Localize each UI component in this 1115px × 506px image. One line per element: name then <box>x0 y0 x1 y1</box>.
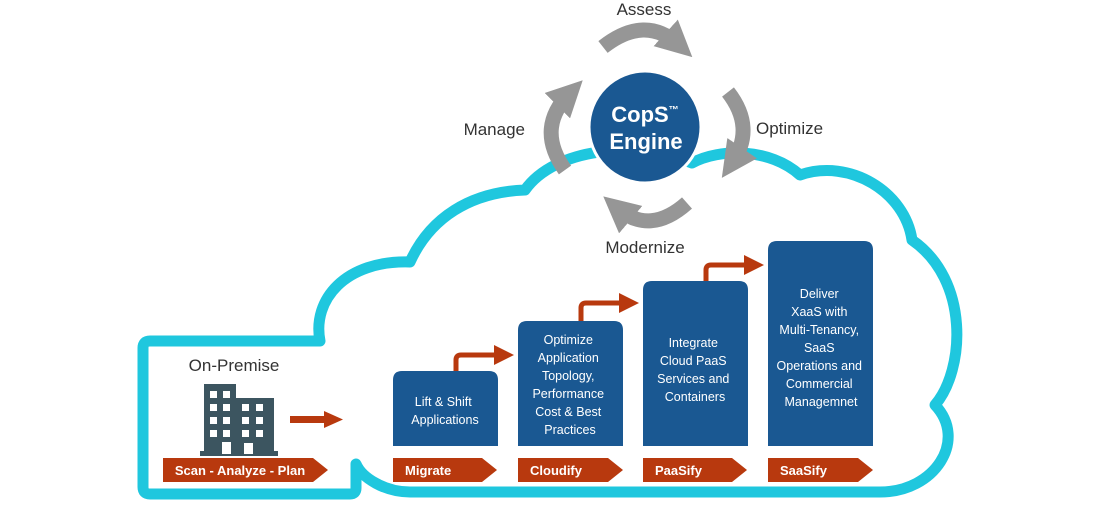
on-premise-label: On-Premise <box>189 356 280 375</box>
stage-line: Managemnet <box>785 395 858 409</box>
cycle-arrows <box>543 19 758 234</box>
stage-line: Lift & Shift <box>415 395 472 409</box>
stage-line: Commercial <box>786 377 853 391</box>
cops-engine: CopS™ Engine <box>587 69 703 185</box>
stage-description: Deliver XaaS with Multi-Tenancy, SaaS Op… <box>777 287 866 409</box>
chevron-cloudify: Cloudify <box>518 458 623 482</box>
stage-line: Topology, <box>542 369 595 383</box>
stage-line: Practices <box>544 423 595 437</box>
stage-line: SaaS <box>804 341 835 355</box>
chevron-scan-analyze-plan: Scan - Analyze - Plan <box>163 458 328 482</box>
engine-circle <box>587 69 703 185</box>
stage-box-saasify: Deliver XaaS with Multi-Tenancy, SaaS Op… <box>768 241 873 446</box>
stage-line: Operations and <box>777 359 863 373</box>
cycle-label-assess: Assess <box>617 0 672 19</box>
chevron-label: Cloudify <box>530 463 583 478</box>
stage-line: XaaS with <box>791 305 847 319</box>
stage-description: Integrate Cloud PaaS Services and Contai… <box>657 336 733 404</box>
chevron-label: SaaSify <box>780 463 828 478</box>
engine-line2: Engine <box>609 129 682 154</box>
building-icon <box>200 384 278 456</box>
cycle-label-modernize: Modernize <box>605 238 684 257</box>
chevron-saasify: SaaSify <box>768 458 873 482</box>
on-premise-arrow-icon <box>290 411 343 428</box>
stage-line: Applications <box>411 413 478 427</box>
stage-description: Optimize Application Topology, Performan… <box>532 333 607 437</box>
stage-line: Services and <box>657 372 729 386</box>
chevron-paasify: PaaSify <box>643 458 747 482</box>
stage-line: Optimize <box>544 333 593 347</box>
engine-title: CopS™ <box>611 102 678 127</box>
stage-line: Multi-Tenancy, <box>779 323 859 337</box>
cycle-label-manage: Manage <box>464 120 525 139</box>
cycle-arrow-manage-icon <box>543 80 583 175</box>
stage-line: Application <box>538 351 599 365</box>
cycle-arrow-optimize-icon <box>721 87 758 178</box>
cycle-arrow-assess-icon <box>598 19 693 58</box>
stage-line: Cost & Best <box>535 405 602 419</box>
chevron-label: Migrate <box>405 463 451 478</box>
stage-box-migrate: Lift & Shift Applications <box>393 371 498 446</box>
stage-box-cloudify: Optimize Application Topology, Performan… <box>518 321 623 446</box>
chevron-migrate: Migrate <box>393 458 497 482</box>
stage-line: Performance <box>532 387 604 401</box>
cycle-arrow-modernize-icon <box>603 196 692 234</box>
stage-line: Deliver <box>800 287 839 301</box>
chevron-label: PaaSify <box>655 463 703 478</box>
chevron-label: Scan - Analyze - Plan <box>175 463 305 478</box>
engine-line1: CopS <box>611 102 668 127</box>
step-arrow-icon <box>453 345 514 371</box>
stage-line: Containers <box>665 390 725 404</box>
step-arrow-icon <box>578 293 639 321</box>
stage-box-paasify: Integrate Cloud PaaS Services and Contai… <box>643 281 748 446</box>
stage-line: Cloud PaaS <box>660 354 727 368</box>
stage-description: Lift & Shift Applications <box>411 395 478 427</box>
step-arrow-icon <box>703 255 764 281</box>
engine-trademark: ™ <box>669 105 679 116</box>
cycle-label-optimize: Optimize <box>756 119 823 138</box>
stage-line: Integrate <box>669 336 718 350</box>
